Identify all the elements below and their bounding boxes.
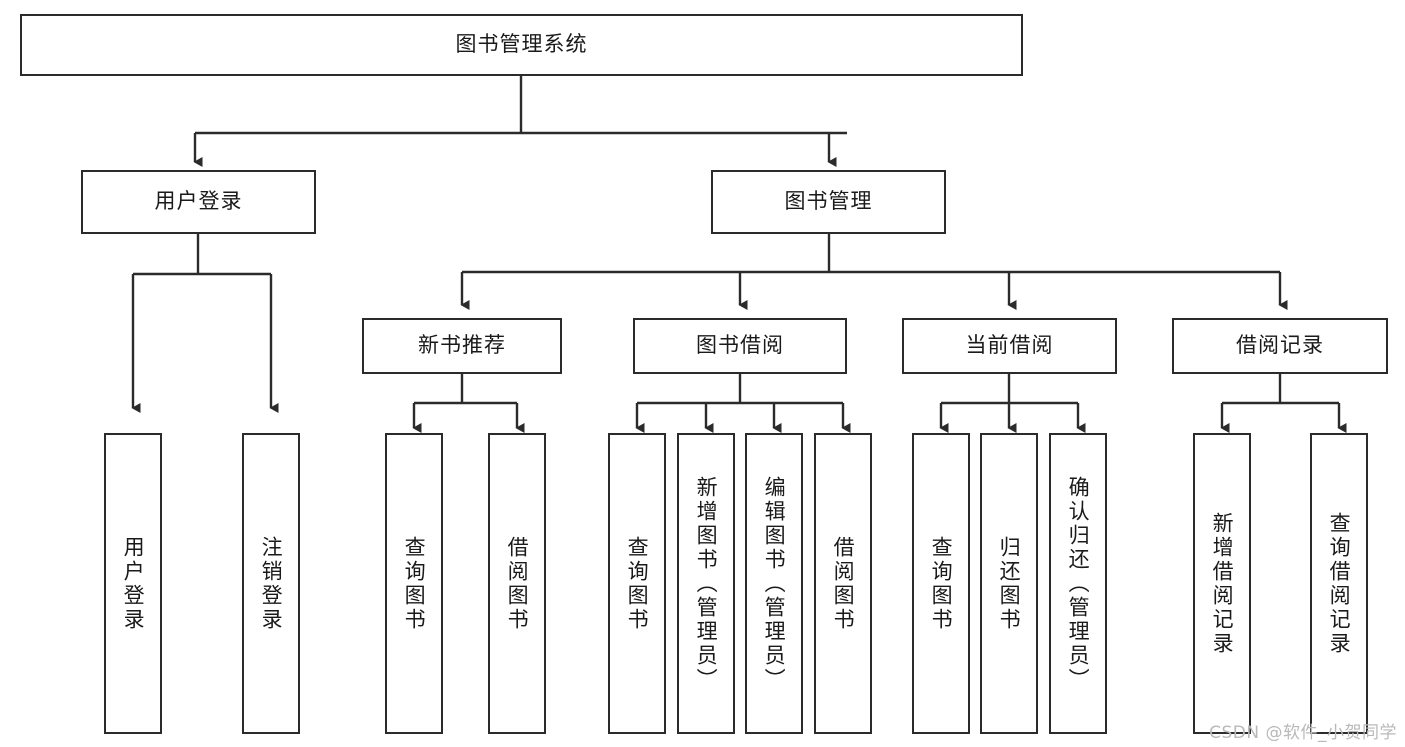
node-leaf-user-login[interactable]: 用户登录 — [104, 433, 162, 734]
node-leaf-borrow-book-1[interactable]: 借阅图书 — [488, 433, 546, 734]
node-leaf-logout[interactable]: 注销登录 — [242, 433, 300, 734]
node-leaf-return-book[interactable]: 归还图书 — [980, 433, 1038, 734]
node-user-login[interactable]: 用户登录 — [81, 170, 316, 234]
node-book-borrow-label: 图书借阅 — [696, 333, 784, 358]
node-leaf-query-book-2-label: 查询图书 — [625, 535, 650, 632]
node-current-borrow-label: 当前借阅 — [965, 333, 1054, 358]
node-book-manage-label: 图书管理 — [784, 189, 873, 214]
node-new-book-rec[interactable]: 新书推荐 — [362, 318, 562, 374]
node-leaf-add-record-label: 新增借阅记录 — [1210, 511, 1235, 656]
node-user-login-label: 用户登录 — [154, 189, 243, 214]
node-leaf-user-login-label: 用户登录 — [121, 535, 146, 632]
node-book-manage[interactable]: 图书管理 — [711, 170, 946, 234]
node-leaf-logout-label: 注销登录 — [259, 535, 284, 632]
node-leaf-return-book-label: 归还图书 — [997, 535, 1022, 632]
node-leaf-borrow-book-2-label: 借阅图书 — [831, 535, 856, 632]
node-leaf-query-record[interactable]: 查询借阅记录 — [1310, 433, 1368, 734]
node-leaf-query-book-1-label: 查询图书 — [402, 535, 427, 632]
node-leaf-borrow-book-2[interactable]: 借阅图书 — [814, 433, 872, 734]
node-leaf-add-record[interactable]: 新增借阅记录 — [1193, 433, 1251, 734]
node-leaf-query-book-3[interactable]: 查询图书 — [912, 433, 970, 734]
node-leaf-borrow-book-1-label: 借阅图书 — [505, 535, 530, 632]
node-leaf-add-book-label: 新增图书（管理员） — [694, 475, 719, 692]
node-leaf-add-book[interactable]: 新增图书（管理员） — [677, 433, 735, 734]
node-current-borrow[interactable]: 当前借阅 — [902, 318, 1117, 374]
node-leaf-confirm-return-label: 确认归还（管理员） — [1066, 475, 1091, 692]
node-new-book-rec-label: 新书推荐 — [418, 333, 506, 358]
node-leaf-edit-book-label: 编辑图书（管理员） — [762, 475, 787, 692]
node-leaf-query-record-label: 查询借阅记录 — [1327, 511, 1352, 656]
node-leaf-confirm-return[interactable]: 确认归还（管理员） — [1049, 433, 1107, 734]
node-leaf-edit-book[interactable]: 编辑图书（管理员） — [745, 433, 803, 734]
watermark: CSDN @软件_小贺同学 — [1209, 723, 1397, 743]
node-borrow-record-label: 借阅记录 — [1236, 333, 1324, 358]
node-book-borrow[interactable]: 图书借阅 — [633, 318, 847, 374]
node-root[interactable]: 图书管理系统 — [20, 14, 1023, 76]
node-root-label: 图书管理系统 — [455, 32, 588, 57]
node-leaf-query-book-3-label: 查询图书 — [929, 535, 954, 632]
node-leaf-query-book-2[interactable]: 查询图书 — [608, 433, 666, 734]
node-borrow-record[interactable]: 借阅记录 — [1172, 318, 1388, 374]
node-leaf-query-book-1[interactable]: 查询图书 — [385, 433, 443, 734]
